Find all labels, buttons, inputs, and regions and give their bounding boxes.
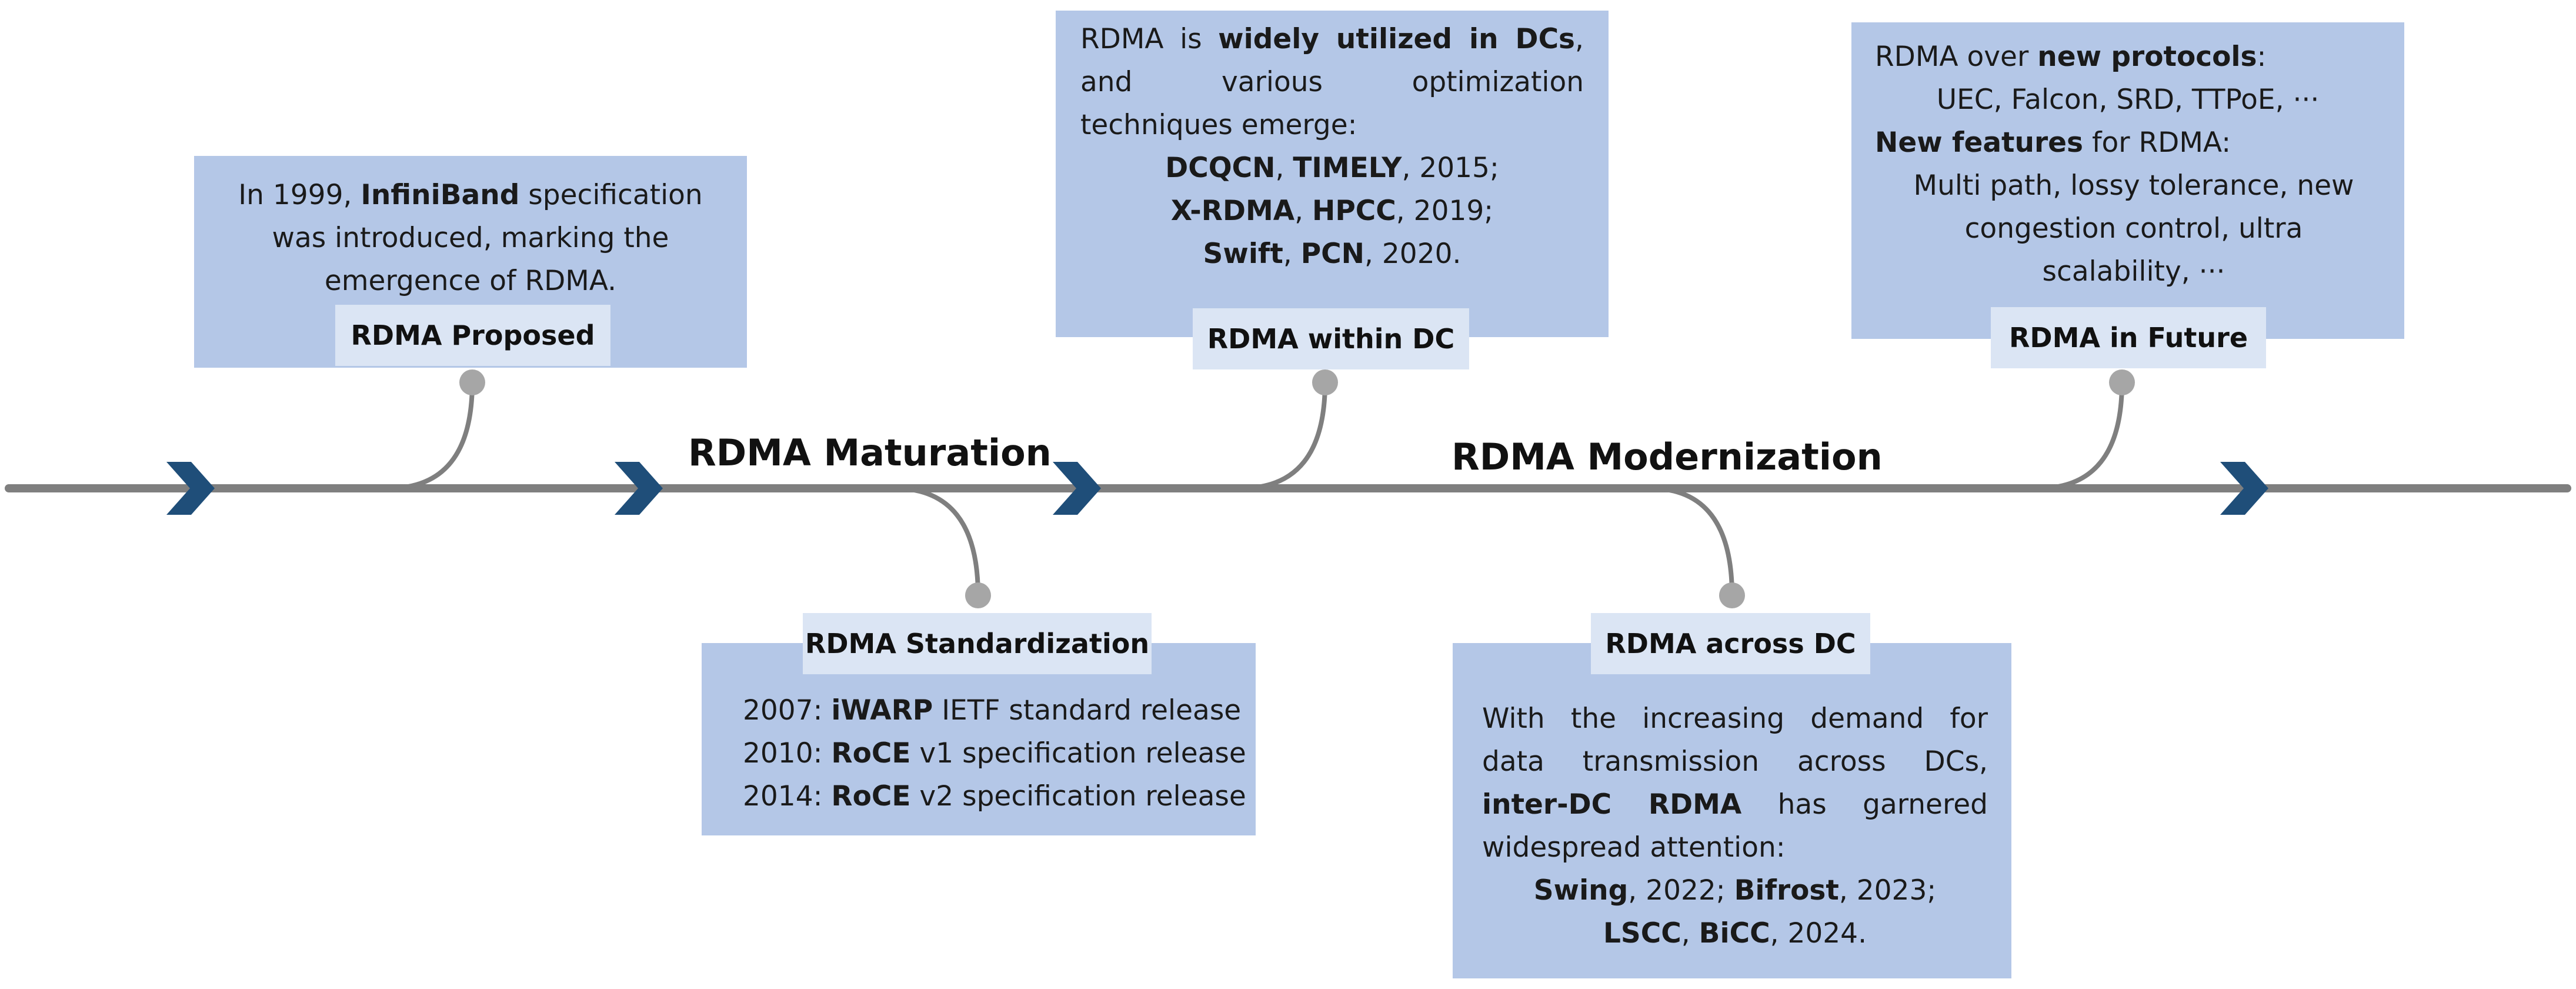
connector-within-dc	[1240, 382, 1327, 491]
within-dc-entry: Swift, PCN, 2020.	[1203, 238, 1461, 270]
milestone-tag-across-dc: RDMA across DC	[1591, 613, 1870, 674]
chevron-icon-2	[615, 462, 663, 515]
future-features-heading: New features for RDMA:	[1875, 126, 2231, 159]
future-protocols-heading: RDMA over new protocols:	[1875, 41, 2267, 73]
across-dc-intro: With the increasing demand for data tran…	[1482, 702, 1988, 864]
milestone-tag-standardization: RDMA Standardization	[803, 613, 1152, 674]
milestone-box-standardization: 2007: iWARP IETF standard release 2010: …	[702, 643, 1256, 835]
standardization-entry: 2010: RoCE v1 specification release	[743, 737, 1246, 770]
connector-future	[2037, 382, 2124, 491]
connector-standardization	[893, 486, 980, 596]
node-dot-standardization	[965, 582, 991, 608]
phase-label-modernization: RDMA Modernization	[1451, 435, 1883, 478]
node-dot-proposed	[459, 369, 485, 395]
node-dot-within-dc	[1312, 369, 1338, 395]
milestone-tag-proposed: RDMA Proposed	[335, 305, 610, 366]
milestone-tag-future: RDMA in Future	[1991, 307, 2266, 368]
future-features-list: Multi path, lossy tolerance, new congest…	[1913, 169, 2354, 288]
connector-across-dc	[1649, 486, 1734, 596]
connector-proposed	[388, 382, 475, 491]
proposed-description: In 1999, InfiniBand specification was in…	[238, 179, 703, 297]
node-dot-future	[2109, 369, 2135, 395]
chevron-icon-4	[2220, 462, 2268, 515]
standardization-entry: 2007: iWARP IETF standard release	[743, 694, 1242, 727]
milestone-box-future: RDMA over new protocols: UEC, Falcon, SR…	[1851, 22, 2404, 339]
milestone-box-across-dc: With the increasing demand for data tran…	[1453, 643, 2011, 978]
chevron-icon-3	[1053, 462, 1101, 515]
chevron-icon-1	[166, 462, 215, 515]
node-dot-across-dc	[1719, 582, 1745, 608]
milestone-box-within-dc: RDMA is widely utilized in DCs, and vari…	[1056, 11, 1609, 337]
across-dc-entry: Swing, 2022; Bifrost, 2023;	[1533, 874, 1937, 907]
phase-label-maturation: RDMA Maturation	[688, 431, 1052, 474]
across-dc-entry: LSCC, BiCC, 2024.	[1603, 917, 1867, 950]
milestone-tag-within-dc: RDMA within DC	[1193, 308, 1469, 369]
within-dc-intro: RDMA is widely utilized in DCs, and vari…	[1080, 23, 1584, 141]
within-dc-entry: DCQCN, TIMELY, 2015;	[1165, 152, 1499, 184]
standardization-entry: 2014: RoCE v2 specification release	[743, 780, 1246, 812]
future-protocols-list: UEC, Falcon, SRD, TTPoE, ···	[1936, 84, 2320, 116]
within-dc-entry: X-RDMA, HPCC, 2019;	[1170, 195, 1494, 227]
